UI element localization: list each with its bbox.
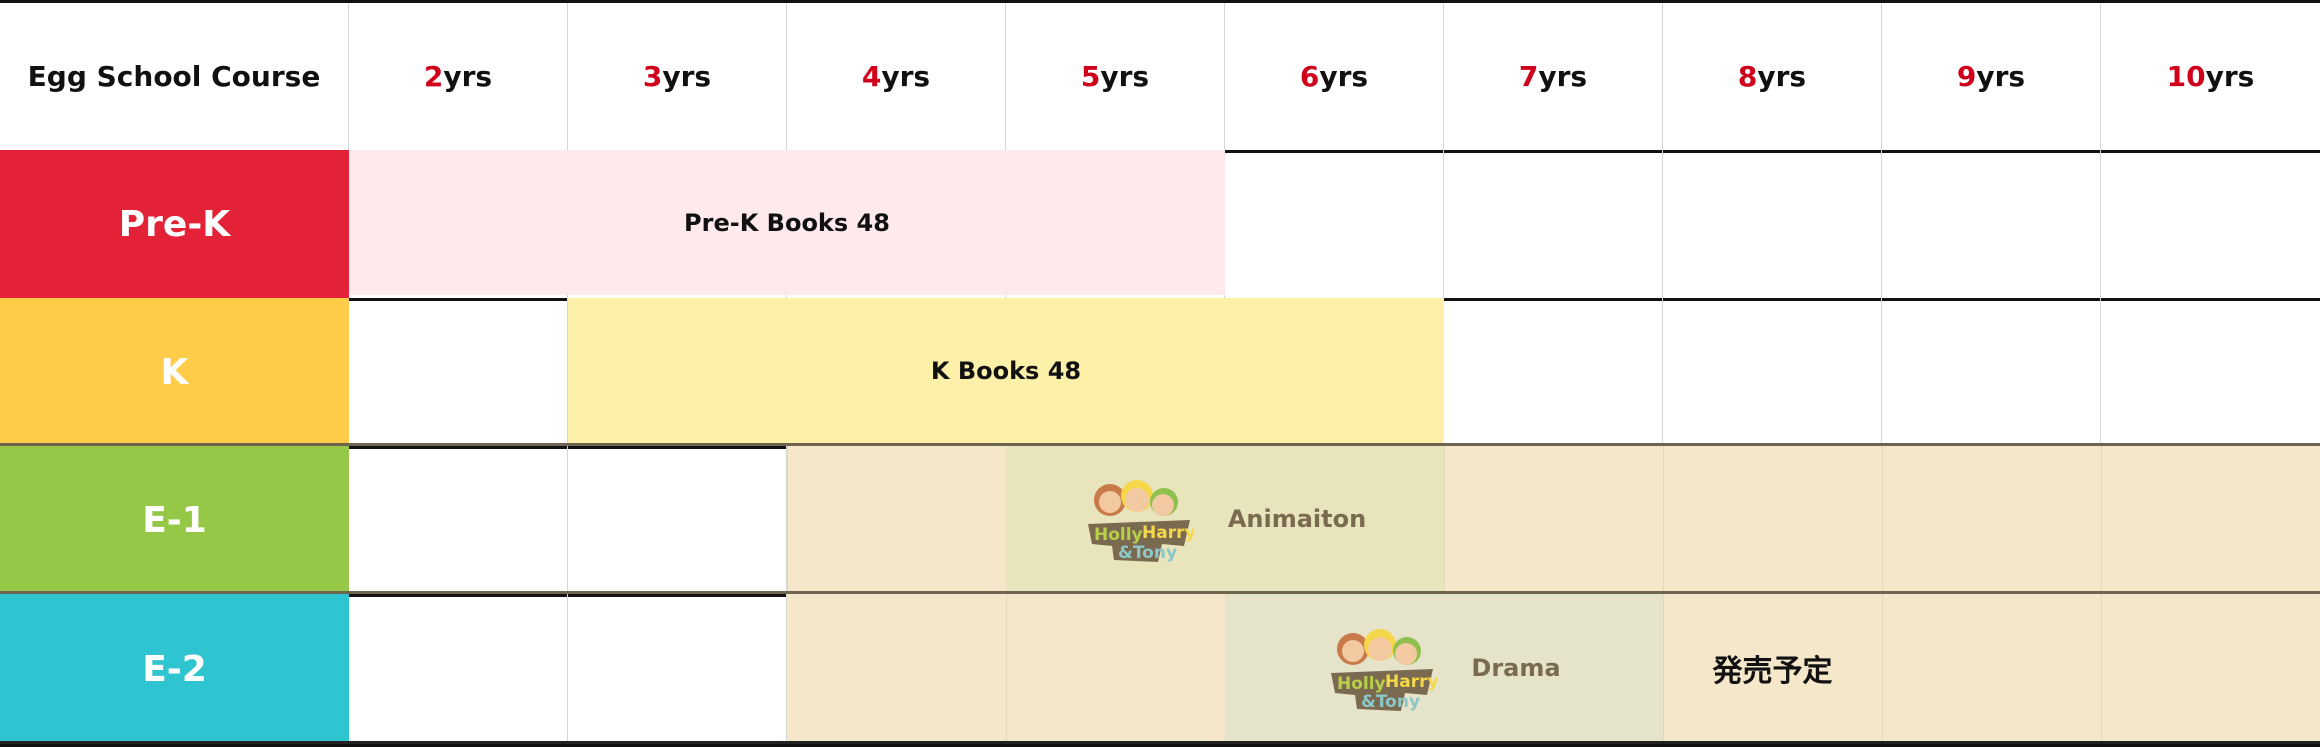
header-title: Egg School Course (0, 3, 349, 150)
svg-text:&Tony: &Tony (1361, 692, 1420, 712)
e2-product-label: Drama (1471, 653, 1561, 682)
holly-harry-tony-logo-icon: Holly Harry &Tony (1087, 479, 1194, 563)
pre-k-books-bar: Pre-K Books 48 (349, 150, 1225, 295)
e1-product-bar: Holly Harry &Tony Animaiton (1006, 446, 1444, 591)
svg-text:Harry: Harry (1142, 523, 1194, 543)
svg-text:Holly: Holly (1094, 525, 1143, 545)
pre-k-books-label: Pre-K Books 48 (684, 208, 890, 237)
e1-product-label: Animaiton (1227, 504, 1367, 533)
svg-text:Holly: Holly (1337, 674, 1386, 694)
k-books-bar: K Books 48 (568, 298, 1444, 443)
holly-harry-tony-logo-icon: Holly Harry &Tony (1331, 628, 1437, 712)
course-label-k: K (0, 298, 349, 446)
svg-text:Harry: Harry (1385, 672, 1437, 692)
course-label-pre-k: Pre-K (0, 150, 349, 298)
e2-product-bar: Holly Harry &Tony Drama (1225, 594, 1663, 741)
k-books-label: K Books 48 (930, 356, 1082, 385)
coming-soon-label: 発売予定 (1712, 653, 1833, 689)
divider (1006, 594, 1007, 741)
row-pre-k: Pre-K (0, 150, 2320, 301)
course-label-e1: E-1 (0, 446, 349, 594)
svg-text:&Tony: &Tony (1118, 543, 1177, 563)
e2-release-note: 発売予定 (1663, 594, 1882, 741)
course-label-e2: E-2 (0, 594, 349, 744)
